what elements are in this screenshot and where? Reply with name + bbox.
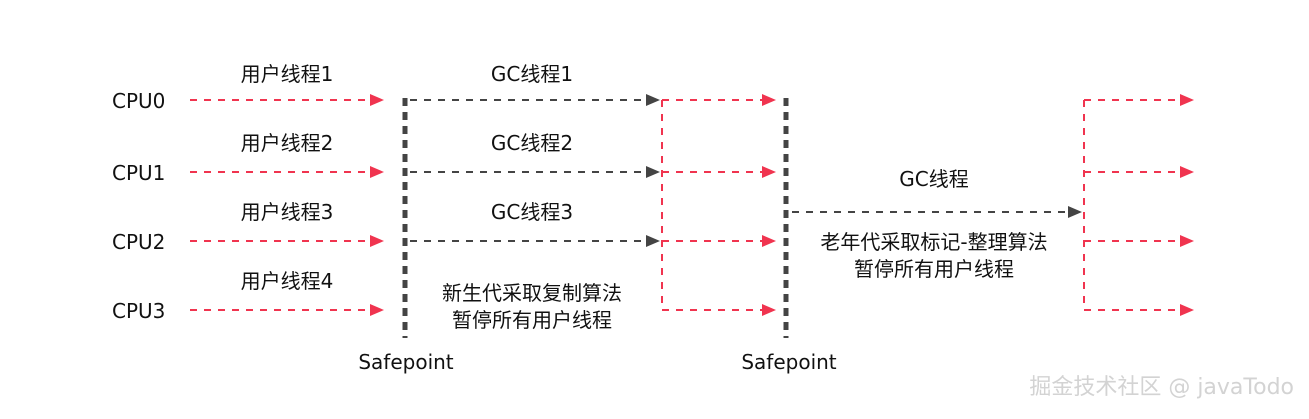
resume-arrowhead-2 xyxy=(762,235,776,247)
resume-arrowhead-0 xyxy=(762,94,776,106)
user-arrowhead-3 xyxy=(370,304,384,316)
final-arrowhead-3 xyxy=(1180,304,1194,316)
user-arrowhead-0 xyxy=(370,94,384,106)
watermark-text: 掘金技术社区 @ javaTodo xyxy=(1029,375,1294,400)
old-gen-note-line-2: 暂停所有用户线程 xyxy=(854,257,1014,281)
resume-user-arrows-1 xyxy=(661,94,776,316)
resume-user-arrows-2 xyxy=(1083,94,1194,316)
gc-thread-label-1: GC线程1 xyxy=(491,62,573,86)
final-arrowhead-1 xyxy=(1180,166,1194,178)
cpu-label-1: CPU1 xyxy=(112,161,165,185)
resume-arrowhead-3 xyxy=(762,304,776,316)
cpu-label-0: CPU0 xyxy=(112,89,165,113)
young-gen-note-line-1: 新生代采取复制算法 xyxy=(442,281,622,305)
gc-arrowhead-0 xyxy=(646,94,660,106)
resume-arrowhead-1 xyxy=(762,166,776,178)
cpu-label-2: CPU2 xyxy=(112,230,165,254)
user-thread-arrows xyxy=(190,94,384,316)
gc-arrowhead-1 xyxy=(646,166,660,178)
user-thread-label-3: 用户线程3 xyxy=(241,200,334,224)
user-thread-label-2: 用户线程2 xyxy=(241,131,334,155)
user-thread-label-1: 用户线程1 xyxy=(241,62,334,86)
young-gen-note-line-2: 暂停所有用户线程 xyxy=(452,308,612,332)
old-gc-thread-label: GC线程 xyxy=(899,167,968,191)
user-thread-label-4: 用户线程4 xyxy=(241,269,334,293)
gc-thread-arrows xyxy=(410,94,660,247)
old-gen-note-line-1: 老年代采取标记-整理算法 xyxy=(820,230,1047,254)
gc-thread-label-2: GC线程2 xyxy=(491,131,573,155)
safepoint-label-2: Safepoint xyxy=(741,350,836,374)
final-arrowhead-2 xyxy=(1180,235,1194,247)
user-arrowhead-1 xyxy=(370,166,384,178)
final-arrowhead-0 xyxy=(1180,94,1194,106)
user-arrowhead-2 xyxy=(370,235,384,247)
gc-arrowhead-2 xyxy=(646,235,660,247)
cpu-label-3: CPU3 xyxy=(112,299,165,323)
old-gc-arrowhead xyxy=(1068,206,1082,218)
safepoint-label-1: Safepoint xyxy=(358,350,453,374)
gc-thread-label-3: GC线程3 xyxy=(491,200,573,224)
